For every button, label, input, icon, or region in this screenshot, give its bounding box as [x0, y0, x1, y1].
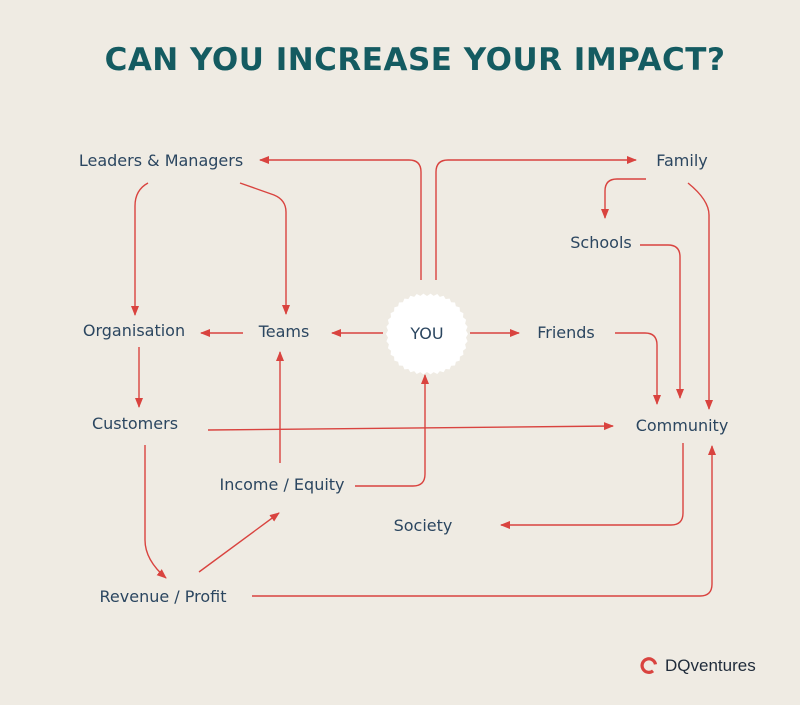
arrow-customers-to-community: [207, 422, 614, 431]
node-community: Community: [635, 416, 729, 435]
page-title: CAN YOU INCREASE YOUR IMPACT?: [104, 42, 726, 78]
dq-logo-icon: [640, 657, 658, 674]
node-society: Society: [393, 516, 453, 535]
you-node: YOU: [385, 292, 469, 376]
arrow-leaders-to-teams: [239, 182, 290, 315]
node-leaders-managers: Leaders & Managers: [78, 151, 244, 170]
arrow-revenue-to-income: [198, 512, 280, 573]
node-schools: Schools: [570, 233, 632, 252]
arrow-customers-to-revenue: [144, 445, 167, 579]
arrow-community-to-society: [500, 443, 684, 529]
node-customers: Customers: [91, 414, 179, 433]
brand-name: DQventures: [665, 656, 756, 675]
arrow-family-to-community: [687, 182, 713, 410]
node-organisation: Organisation: [82, 321, 186, 340]
arrow-you-to-family: [435, 156, 637, 280]
brand-logo: DQventures: [640, 655, 756, 677]
arrow-revenue-to-community: [252, 445, 716, 597]
arrow-leaders-to-organisation: [131, 182, 149, 316]
node-revenue-profit: Revenue / Profit: [99, 587, 227, 606]
arrow-schools-to-community: [640, 244, 684, 399]
arrow-family-to-schools: [601, 178, 646, 219]
node-friends: Friends: [537, 323, 595, 342]
you-circle: [386, 293, 468, 375]
arrow-you-to-leaders: [259, 156, 422, 280]
node-teams: Teams: [258, 322, 310, 341]
arrow-friends-to-community: [615, 332, 661, 405]
node-family: Family: [656, 151, 708, 170]
arrow-income-to-you: [355, 374, 429, 487]
you-label: YOU: [410, 324, 444, 343]
node-income-equity: Income / Equity: [219, 475, 345, 494]
